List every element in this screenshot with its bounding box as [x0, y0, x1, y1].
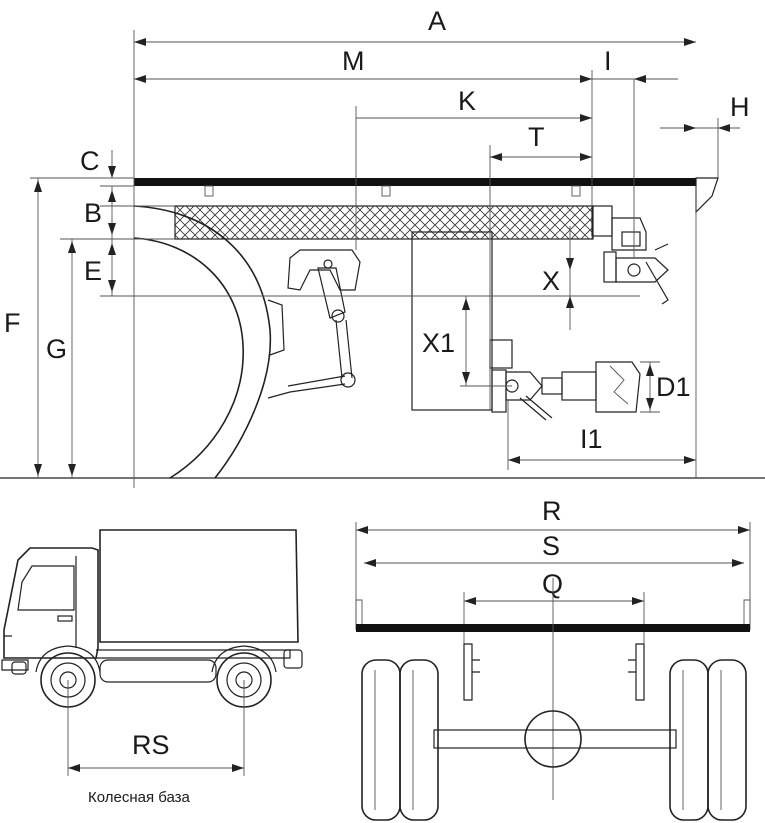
- rear-tyre-right-outer: [707, 659, 747, 821]
- headlight: [11, 661, 27, 675]
- label-i1: I1: [580, 424, 603, 454]
- platform-bar: [134, 178, 696, 186]
- platform-rear-bevel: [695, 177, 719, 214]
- label-c: C: [80, 146, 100, 176]
- label-m: M: [342, 46, 365, 76]
- lever-joint: [331, 309, 345, 323]
- label-h: H: [730, 92, 750, 122]
- label-q: Q: [542, 569, 563, 599]
- drop-plate: [411, 231, 493, 411]
- label-i: I: [604, 46, 612, 76]
- frame-beam: [174, 205, 594, 240]
- cross-member: [204, 185, 214, 197]
- wheelbase-caption: Колесная база: [88, 789, 191, 806]
- rear-tyre-left-inner: [399, 659, 439, 821]
- suspension-lever: [317, 267, 346, 319]
- wheel-arch: [133, 205, 272, 479]
- truck-cargo-box: [99, 529, 299, 643]
- label-r: R: [542, 496, 562, 526]
- label-x: X: [542, 266, 560, 296]
- bracket-pivot: [323, 259, 333, 269]
- rod-joint: [340, 372, 356, 388]
- label-b: B: [84, 198, 102, 228]
- rear-differential: [524, 710, 582, 768]
- brake-lever: [267, 375, 346, 399]
- lower-coupling: [489, 339, 641, 421]
- mudflap: [267, 299, 285, 356]
- cross-member: [571, 185, 581, 197]
- rear-view: R S Q: [355, 496, 751, 821]
- rear-bracket-left: [463, 643, 480, 701]
- label-f: F: [4, 308, 21, 338]
- label-g: G: [46, 334, 67, 364]
- suspension-bracket: [287, 249, 361, 291]
- truck-rear-light: [283, 649, 303, 669]
- wheel-tyre: [133, 237, 244, 479]
- label-t: T: [528, 122, 545, 152]
- door-handle: [57, 615, 73, 622]
- label-s: S: [542, 531, 560, 561]
- label-k: K: [458, 86, 476, 116]
- label-x1: X1: [422, 328, 455, 358]
- truck-window: [17, 565, 75, 611]
- side-view: A M I K T H C B E F G X X1 D1 I1: [0, 6, 765, 488]
- label-a: A: [428, 6, 446, 36]
- truck-cab: [3, 547, 99, 659]
- suspension-rod: [335, 319, 353, 379]
- rear-axle: [433, 729, 677, 749]
- label-d1: D1: [656, 372, 691, 402]
- truck-fuel-tank: [99, 659, 217, 683]
- truck-illustration: RS Колесная база: [1, 529, 303, 806]
- rear-bracket-right: [628, 643, 645, 701]
- rear-tyre-left-outer: [361, 659, 401, 821]
- label-e: E: [84, 256, 102, 286]
- upper-coupling: [591, 205, 669, 305]
- truck-chassis: [96, 649, 291, 659]
- cross-member: [381, 185, 391, 197]
- label-rs: RS: [132, 730, 170, 760]
